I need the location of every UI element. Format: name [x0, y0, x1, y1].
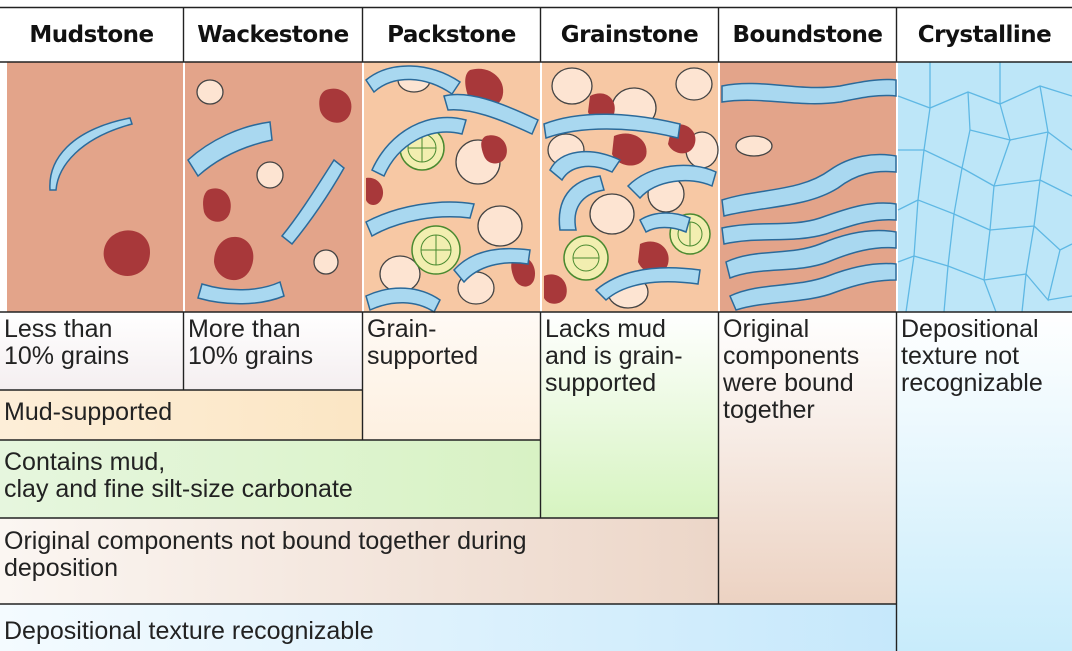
- group-mud-supported: Mud-supported: [0, 396, 362, 429]
- desc-mudstone: Less than 10% grains: [0, 313, 183, 373]
- header-crystalline: Crystalline: [897, 8, 1072, 62]
- header-grainstone: Grainstone: [541, 8, 718, 62]
- crystalline-texture: [898, 62, 1072, 312]
- desc-wackestone: More than 10% grains: [184, 313, 362, 373]
- desc-boundstone: Original components were bound together: [719, 313, 896, 427]
- header-boundstone: Boundstone: [719, 8, 896, 62]
- group-contains-mud: Contains mud, clay and fine silt-size ca…: [0, 446, 540, 506]
- header-mudstone: Mudstone: [0, 8, 183, 62]
- desc-packstone: Grain- supported: [363, 313, 540, 373]
- desc-grainstone: Lacks mud and is grain- supported: [541, 313, 718, 400]
- group-texture-recognizable: Depositional texture recognizable: [0, 615, 896, 648]
- packstone-texture: [364, 62, 540, 312]
- header-wackestone: Wackestone: [184, 8, 362, 62]
- boundstone-texture: [720, 62, 896, 312]
- wackestone-texture: [185, 62, 362, 312]
- desc-crystalline: Depositional texture not recognizable: [897, 313, 1072, 400]
- header-packstone: Packstone: [363, 8, 540, 62]
- mudstone-texture: [7, 62, 183, 312]
- grainstone-texture: [542, 62, 718, 312]
- group-not-bound: Original components not bound together d…: [0, 525, 718, 585]
